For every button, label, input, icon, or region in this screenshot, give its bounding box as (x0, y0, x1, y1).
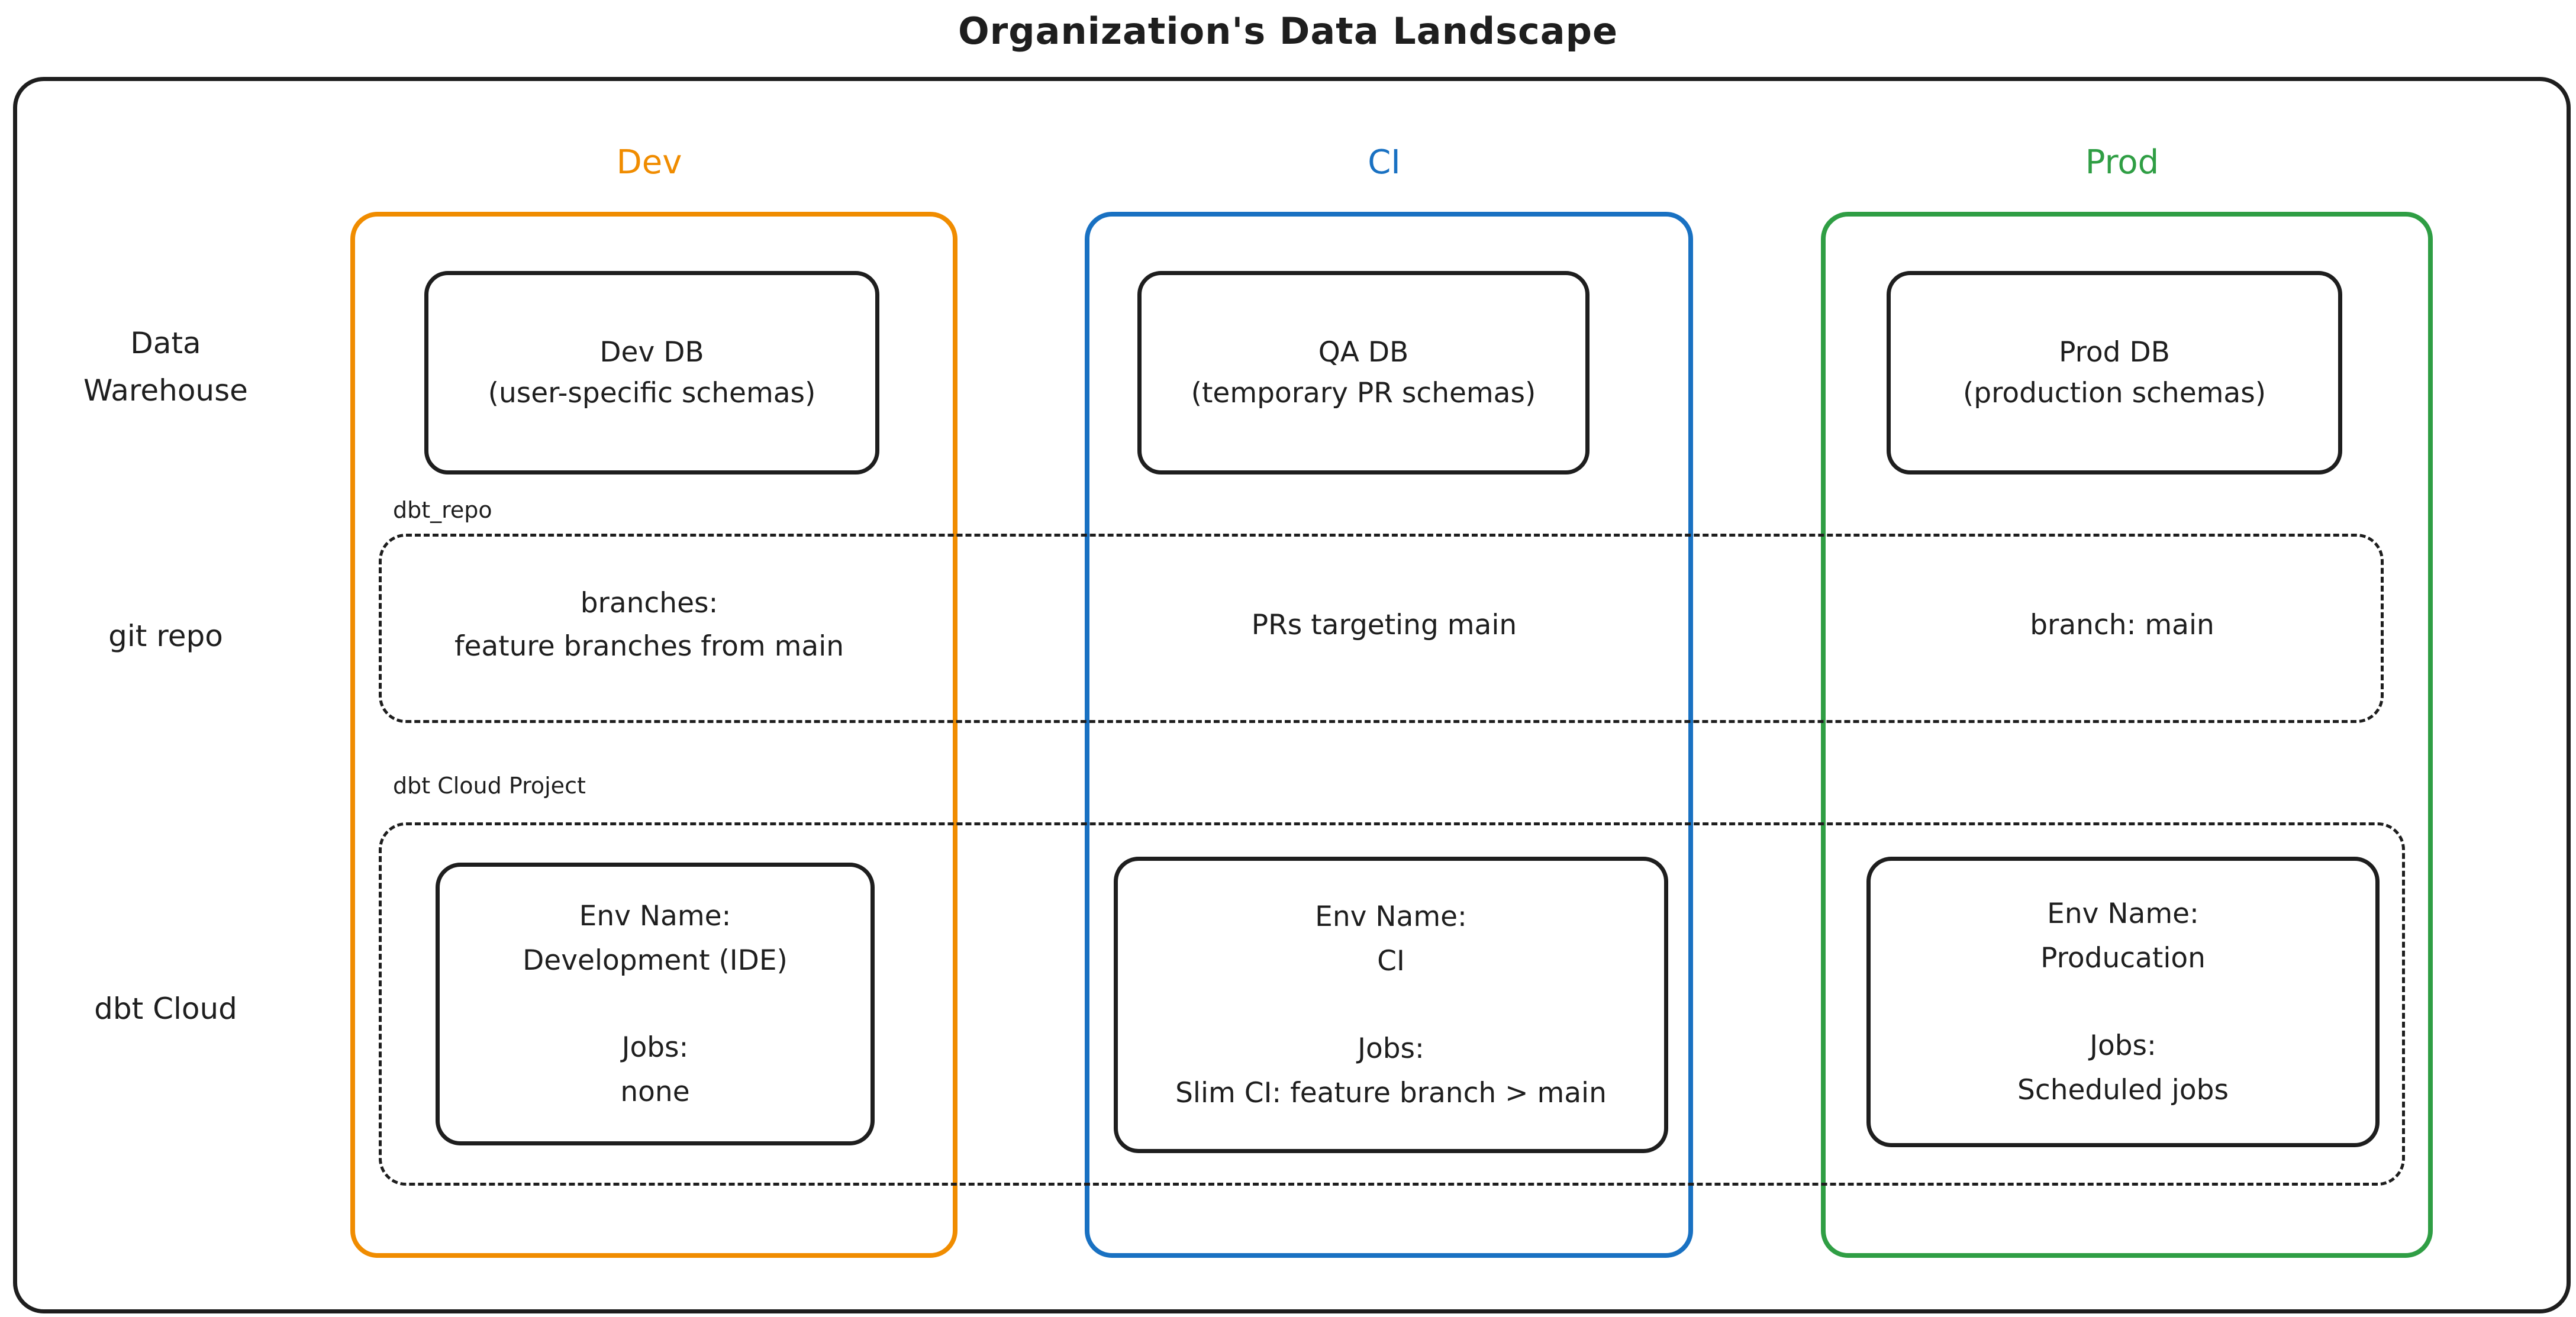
prod-db-box: Prod DB (production schemas) (1887, 271, 2342, 474)
dev-db-detail: (user-specific schemas) (488, 377, 816, 409)
landscape-outer-box (13, 77, 2571, 1313)
qa-db-name: QA DB (1318, 336, 1409, 369)
dbt-repo-label: dbt_repo (393, 497, 492, 523)
prod-db-name: Prod DB (2059, 336, 2170, 369)
dbt-cloud-project-dashed-box (379, 822, 2405, 1186)
ci-jobs-label: Jobs: (1358, 1032, 1424, 1065)
ci-column-header: CI (1368, 143, 1401, 182)
dev-column-box (350, 212, 957, 1258)
git-prod-cell: branch: main (1821, 534, 2423, 717)
git-ci-text: PRs targeting main (1251, 608, 1517, 641)
ci-env-name: CI (1377, 945, 1405, 978)
dev-db-name: Dev DB (599, 336, 704, 369)
row-label-data-warehouse: Data Warehouse (83, 326, 248, 408)
git-dev-line2: feature branches from main (454, 630, 844, 663)
prod-jobs-label: Jobs: (2090, 1029, 2156, 1062)
dev-jobs-label: Jobs: (621, 1031, 689, 1064)
ci-env-label: Env Name: (1315, 900, 1467, 934)
dev-env-label: Env Name: (579, 899, 731, 932)
prod-env-name: Producation (2040, 942, 2206, 975)
git-dev-cell: branches: feature branches from main (350, 534, 948, 717)
ci-jobs-value: Slim CI: feature branch > main (1175, 1076, 1607, 1109)
qa-db-box: QA DB (temporary PR schemas) (1137, 271, 1590, 474)
git-prod-text: branch: main (2030, 608, 2214, 641)
ci-column-box (1085, 212, 1693, 1258)
row-label-git-repo: git repo (108, 619, 223, 653)
ci-environment-box: Env Name: CI Jobs: Slim CI: feature bran… (1114, 857, 1668, 1153)
prod-db-detail: (production schemas) (1962, 377, 2267, 409)
git-dev-line1: branches: (580, 587, 718, 620)
dev-db-box: Dev DB (user-specific schemas) (424, 271, 879, 474)
row-label-dbt-cloud: dbt Cloud (94, 992, 237, 1026)
prod-column-box (1821, 212, 2433, 1258)
dbt-cloud-project-label: dbt Cloud Project (393, 773, 586, 799)
dev-column-header: Dev (616, 143, 682, 182)
git-ci-cell: PRs targeting main (1085, 534, 1684, 717)
dev-environment-box: Env Name: Development (IDE) Jobs: none (436, 863, 875, 1145)
prod-env-label: Env Name: (2047, 898, 2199, 931)
dev-env-name: Development (IDE) (523, 944, 788, 977)
diagram-title: Organization's Data Landscape (957, 9, 1619, 53)
dev-jobs-value: none (620, 1076, 690, 1109)
qa-db-detail: (temporary PR schemas) (1191, 377, 1536, 409)
prod-jobs-value: Scheduled jobs (2017, 1073, 2229, 1106)
dbt-repo-dashed-box (379, 534, 2384, 723)
prod-column-header: Prod (2085, 143, 2159, 182)
prod-environment-box: Env Name: Producation Jobs: Scheduled jo… (1866, 857, 2380, 1147)
